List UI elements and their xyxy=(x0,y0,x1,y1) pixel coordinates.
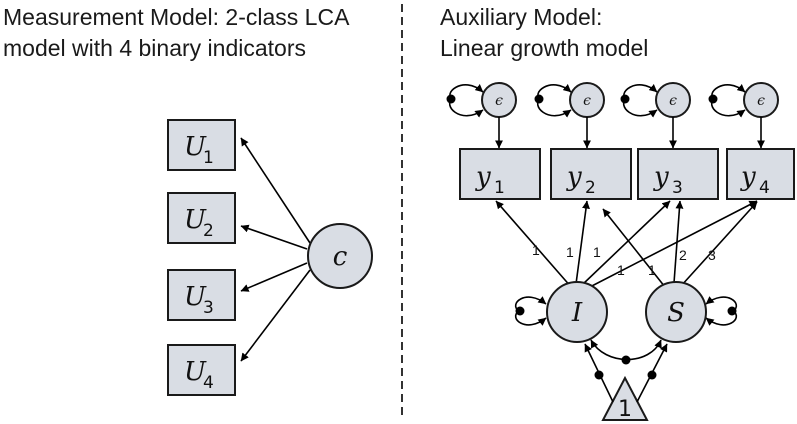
loading-i-y1: 1 xyxy=(532,242,540,258)
outcome-y1: y 1 xyxy=(459,148,541,200)
indicator-u4-subscript: 4 xyxy=(203,373,214,393)
residual-3-label: ϵ xyxy=(669,93,677,109)
path-s-y4 xyxy=(680,201,758,287)
indicator-u3-label: U xyxy=(184,282,207,312)
indicator-u3-subscript: 3 xyxy=(203,298,214,318)
auxiliary-model-title: Auxiliary Model: Linear growth model xyxy=(440,2,648,64)
residual-2-variance-dot xyxy=(534,94,544,104)
outcome-y1-subscript: 1 xyxy=(494,178,505,198)
slope-factor: S xyxy=(645,281,707,343)
slope-variance-dot xyxy=(727,306,737,316)
constant-triangle: 1 xyxy=(601,375,649,422)
measurement-title-line-2: model with 4 binary indicators xyxy=(3,35,306,61)
indicator-u2: U 2 xyxy=(167,192,236,244)
outcome-y3-label: y xyxy=(653,162,669,192)
loading-i-y2: 1 xyxy=(566,244,574,260)
auxiliary-title-line-1: Auxiliary Model: xyxy=(440,4,603,30)
outcome-y4: y 4 xyxy=(726,148,795,200)
residual-4: ϵ xyxy=(708,82,779,149)
residual-2: ϵ xyxy=(534,82,605,149)
auxiliary-title-line-2: Linear growth model xyxy=(440,35,649,61)
loading-s-y3: 2 xyxy=(679,247,687,263)
loading-s-y4: 3 xyxy=(708,247,716,263)
outcome-y2-subscript: 2 xyxy=(585,178,596,198)
indicator-u1-subscript: 1 xyxy=(203,148,214,168)
path-c-u4 xyxy=(240,269,311,362)
path-s-y2 xyxy=(602,208,666,288)
path-s-y3 xyxy=(673,200,684,284)
indicator-u2-label: U xyxy=(184,205,207,235)
path-c-u1 xyxy=(240,137,311,244)
loading-s-y2: 1 xyxy=(648,262,656,278)
intercept-mean-dot xyxy=(594,370,604,380)
residual-4-variance-dot xyxy=(708,94,718,104)
outcome-y2-label: y xyxy=(566,162,582,192)
path-i-y1 xyxy=(495,200,573,289)
path-i-y3 xyxy=(581,200,671,286)
outcome-y3-subscript: 3 xyxy=(672,178,683,198)
intercept-factor: I xyxy=(546,281,608,343)
indicator-u1: U 1 xyxy=(167,119,236,171)
constant-label: 1 xyxy=(618,397,632,422)
indicator-u4-label: U xyxy=(184,357,207,387)
residual-2-label: ϵ xyxy=(583,93,591,109)
measurement-model-title: Measurement Model: 2-class LCA model wit… xyxy=(3,2,349,64)
path-c-u2 xyxy=(240,224,308,250)
slope-mean-dot xyxy=(647,370,657,380)
intercept-variance-dot xyxy=(515,306,525,316)
outcome-y1-label: y xyxy=(475,162,491,192)
residual-4-label: ϵ xyxy=(757,93,765,109)
covariance-dot xyxy=(621,355,631,365)
growth-model: ϵ ϵ ϵ ϵ y 1 xyxy=(446,82,795,422)
outcome-y4-subscript: 4 xyxy=(759,178,770,198)
latent-class-c: c xyxy=(307,223,373,289)
outcome-y3: y 3 xyxy=(637,148,719,200)
slope-factor-label: S xyxy=(667,298,685,328)
indicator-u3: U 3 xyxy=(167,269,236,321)
indicator-u2-subscript: 2 xyxy=(203,221,214,241)
intercept-factor-label: I xyxy=(571,298,583,328)
residual-1-label: ϵ xyxy=(495,93,503,109)
outcome-y2: y 2 xyxy=(550,148,632,200)
residual-3-variance-dot xyxy=(620,94,630,104)
outcome-y4-label: y xyxy=(740,162,756,192)
path-i-y2 xyxy=(575,200,590,285)
indicator-u1-label: U xyxy=(184,132,207,162)
residual-3: ϵ xyxy=(620,82,691,149)
residual-1: ϵ xyxy=(446,82,517,149)
loading-i-y3: 1 xyxy=(593,244,601,260)
loading-i-y4: 1 xyxy=(617,262,625,278)
path-i-y4 xyxy=(585,200,758,290)
indicator-u4: U 4 xyxy=(167,344,236,396)
lca-model: U 1 U 2 U 3 U 4 c xyxy=(167,119,373,396)
path-c-u3 xyxy=(240,262,308,292)
latent-class-label: c xyxy=(333,242,348,272)
residual-1-variance-dot xyxy=(446,94,456,104)
measurement-title-line-1: Measurement Model: 2-class LCA xyxy=(3,4,350,30)
